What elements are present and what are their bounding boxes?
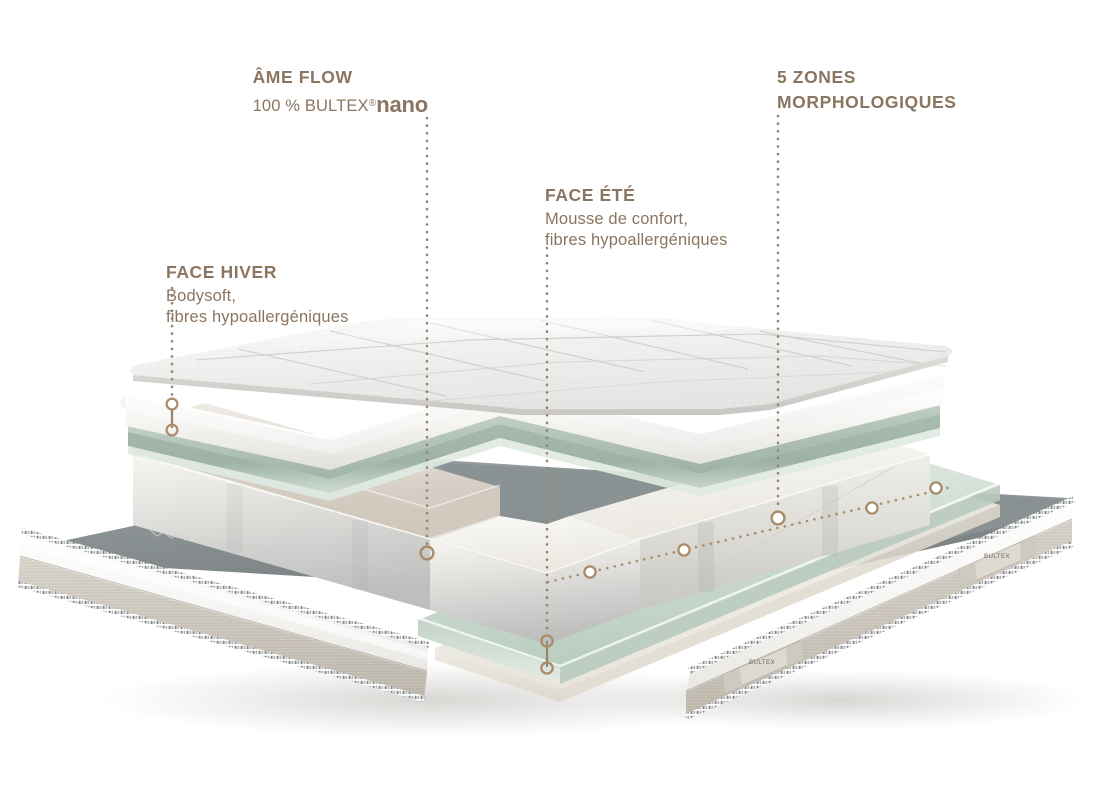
zone-marker-5 xyxy=(929,481,943,495)
callout-ame-flow-brand: 100 % BULTEX®nano xyxy=(252,91,429,120)
callout-ame-flow: ÂME FLOW 100 % BULTEX®nano xyxy=(252,66,429,120)
base-left-panel xyxy=(17,528,430,702)
callout-face-hiver-line2: fibres hypoallergéniques xyxy=(166,308,349,327)
zone-marker-4 xyxy=(865,501,879,515)
callout-face-ete-line2: fibres hypoallergéniques xyxy=(545,231,728,250)
mattress-handle-2: BULTEX xyxy=(958,535,1037,588)
zone-marker-3 xyxy=(770,510,786,526)
marker-face-hiver-bottom xyxy=(165,423,179,437)
five-zones-markers xyxy=(546,481,954,584)
callout-ame-flow-title: ÂME FLOW xyxy=(252,67,353,87)
callout-5-zones-title-line1: 5 ZONES xyxy=(777,67,857,87)
callout-face-hiver-line1: Bodysoft, xyxy=(166,286,237,305)
handle-label-1: BULTEX xyxy=(749,659,775,666)
callout-face-ete-line1: Mousse de confort, xyxy=(545,209,689,228)
callout-5-zones: 5 ZONES MORPHOLOGIQUES xyxy=(777,66,957,116)
callout-leader-lines xyxy=(170,114,780,634)
callout-face-ete: FACE ÉTÉ Mousse de confort, fibres hypoa… xyxy=(545,184,727,252)
zone-marker-1 xyxy=(583,565,597,579)
zone-marker-2 xyxy=(677,543,691,557)
callout-terminals xyxy=(165,397,554,675)
brand-nano: nano xyxy=(376,91,428,117)
callout-face-hiver-title: FACE HIVER xyxy=(166,262,278,282)
brand-prefix: 100 % BULTEX xyxy=(252,96,369,115)
handle-label-2: BULTEX xyxy=(984,553,1010,560)
five-zones-dotted-path xyxy=(546,485,954,584)
marker-face-hiver-top xyxy=(165,397,179,411)
registered-trademark-icon: ® xyxy=(368,97,377,109)
mattress-handle-1: BULTEX xyxy=(722,640,803,694)
base-right-panel: BULTEX BULTEX xyxy=(684,496,1076,720)
callout-5-zones-title-line2: MORPHOLOGIQUES xyxy=(777,91,957,112)
callout-face-ete-title: FACE ÉTÉ xyxy=(545,185,636,205)
marker-face-ete-top xyxy=(540,634,554,648)
quilted-top-cover xyxy=(130,318,953,415)
marker-ame-flow xyxy=(419,545,435,561)
callout-face-hiver: FACE HIVER Bodysoft, fibres hypoallergén… xyxy=(166,261,348,329)
marker-face-ete-bottom xyxy=(540,661,554,675)
